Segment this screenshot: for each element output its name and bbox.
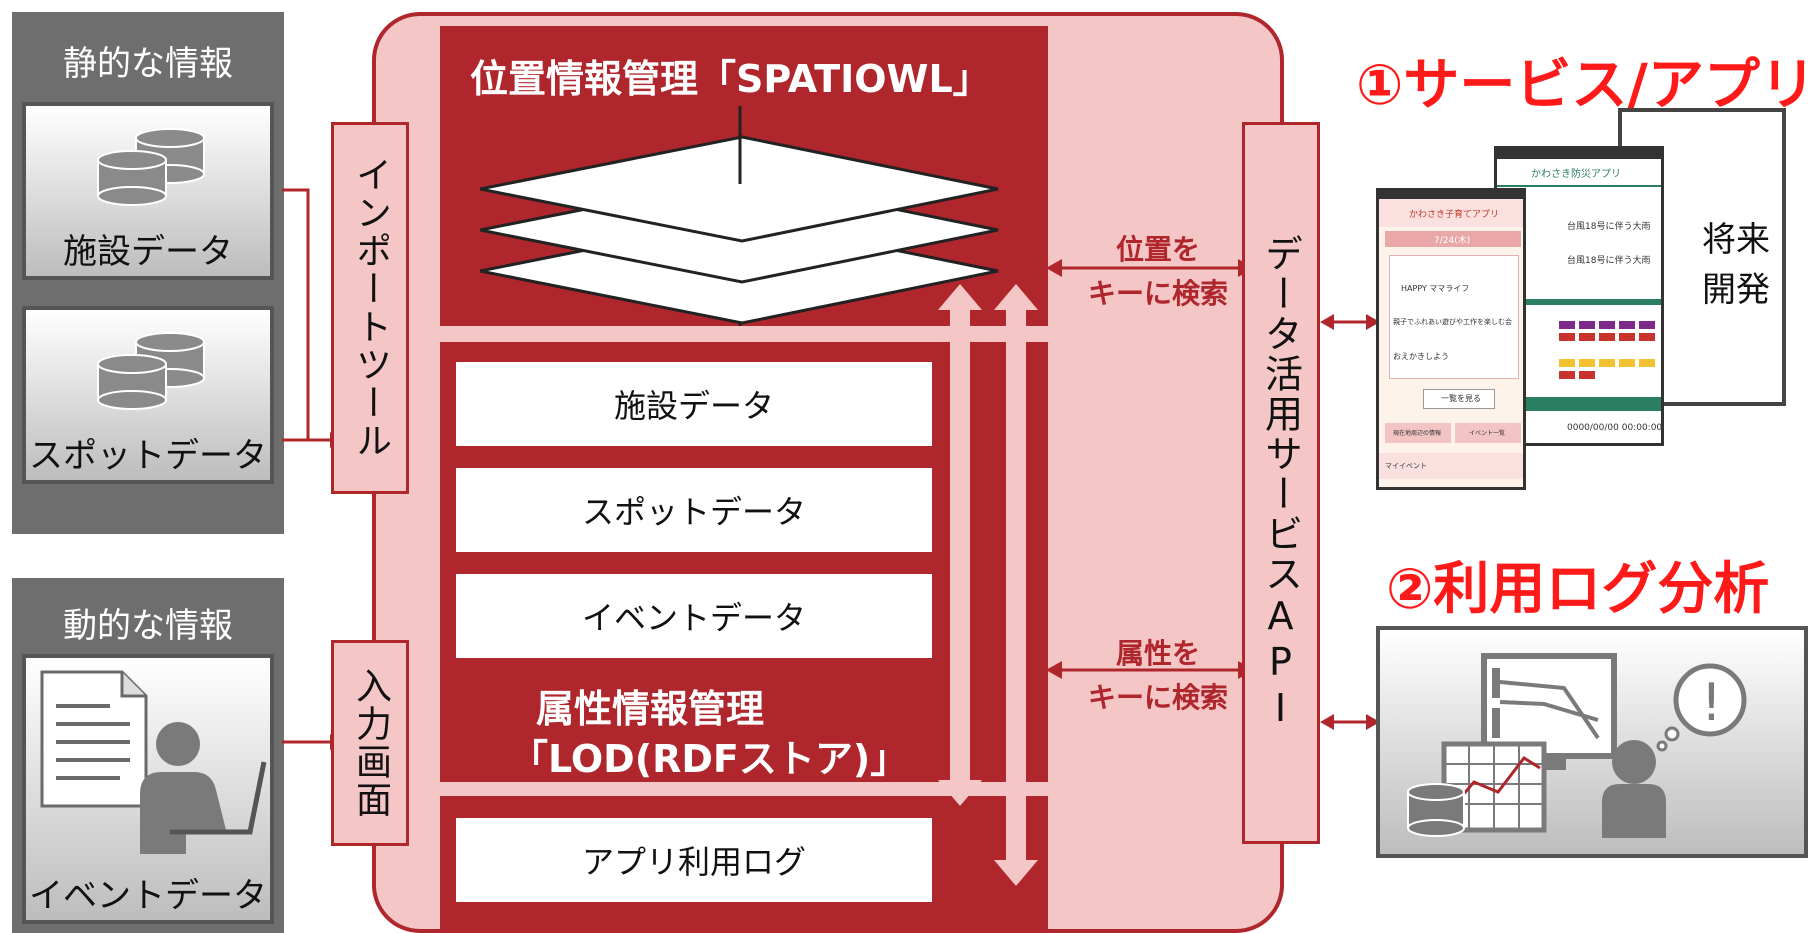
log-analysis-card: !	[1376, 626, 1808, 858]
kosodate-event-card	[1389, 255, 1519, 379]
data-api-box[interactable]: データ活用サービスAPI	[1242, 122, 1320, 844]
bousai-alert-1: 台風18号に伴う大雨	[1567, 222, 1651, 232]
static-info-title: 静的な情報	[63, 44, 233, 84]
analyst-dashboard-icon: !	[1407, 653, 1747, 838]
database-icon	[97, 128, 205, 206]
kosodate-item-3: おえかきしよう	[1393, 352, 1449, 361]
kosodate-date: 7/24(木)	[1434, 236, 1471, 246]
import-tool-label: インポートツール	[350, 156, 391, 460]
event-data-label: イベントデータ	[29, 876, 267, 916]
search-arrows	[1046, 259, 1254, 679]
database-icon	[97, 332, 205, 410]
kosodate-nearby-button[interactable]	[1385, 423, 1451, 443]
facility-data-card[interactable]: 施設データ	[22, 102, 274, 280]
location-management-title: 位置情報管理「SPATIOWL」	[470, 57, 991, 101]
kosodate-app-title: かわさき子育てアプリ	[1409, 210, 1500, 220]
app-log-row[interactable]: アプリ利用ログ	[456, 818, 932, 902]
location-management-block: 位置情報管理「SPATIOWL」	[440, 26, 1048, 326]
kosodate-eventlist-button[interactable]	[1455, 423, 1521, 443]
input-screen-label: 入力画面	[350, 667, 391, 819]
kosodate-eventlist-label: イベント一覧	[1469, 430, 1506, 437]
future-dev-line1: 将来	[1702, 220, 1770, 260]
event-data-card[interactable]: イベントデータ	[22, 654, 274, 924]
attr-row-spot[interactable]: スポットデータ	[456, 468, 932, 552]
data-api-label: データ活用サービスAPI	[1258, 234, 1303, 732]
dynamic-info-title: 動的な情報	[63, 606, 233, 646]
kosodate-nearby-label: 現在地周辺の情報	[1393, 430, 1442, 437]
kosodate-app-screenshot: かわさき子育てアプリ 7/24(木) HAPPY ママライフ 親子でふれあい遊び…	[1376, 188, 1526, 490]
search-by-attribute-line1: 属性を	[1115, 637, 1200, 670]
right-connectors	[1320, 314, 1380, 730]
spot-data-label: スポットデータ	[29, 436, 267, 476]
static-info-panel: 静的な情報 施設データ スポットデータ	[12, 12, 284, 534]
search-by-location-line1: 位置を	[1115, 233, 1200, 266]
kosodate-list-button[interactable]	[1423, 389, 1495, 409]
bousai-grid	[1497, 321, 1661, 411]
kosodate-item-2: 親子でふれあい遊びや工作を楽しむ会	[1393, 318, 1512, 326]
attr-row-event[interactable]: イベントデータ	[456, 574, 932, 658]
kosodate-date-bar	[1385, 231, 1521, 247]
log-analysis-title: ②利用ログ分析	[1386, 557, 1770, 622]
attribute-management-title-line1: 属性情報管理	[536, 687, 765, 731]
svg-text:!: !	[1701, 673, 1722, 733]
attribute-management-title-line2: 「LOD(RDFストア)」	[510, 737, 909, 781]
attr-row-facility[interactable]: 施設データ	[456, 362, 932, 446]
person-at-computer-icon	[40, 670, 267, 854]
bousai-app-title: かわさき防災アプリ	[1531, 169, 1621, 180]
bousai-alert-2: 台風18号に伴う大雨	[1567, 256, 1651, 266]
vertical-link-arrows	[938, 284, 1038, 886]
search-by-attribute-line2: キーに検索	[1087, 681, 1228, 714]
future-dev-line2: 開発	[1702, 270, 1770, 310]
bousai-time: 0000/00/00 00:00:00	[1567, 423, 1663, 433]
input-screen-box[interactable]: 入力画面	[331, 640, 409, 846]
import-tool-box[interactable]: インポートツール	[331, 122, 409, 494]
services-title: ①サービス/アプリ	[1356, 53, 1816, 118]
kosodate-list-button-label: 一覧を見る	[1441, 394, 1481, 403]
map-layers-icon	[480, 106, 999, 326]
attribute-management-block: 施設データ スポットデータ イベントデータ 属性情報管理 「LOD(RDFストア…	[440, 342, 1048, 782]
facility-data-label: 施設データ	[63, 232, 233, 272]
dynamic-info-panel: 動的な情報 イベントデータ	[12, 578, 284, 933]
kosodate-myevent: マイイベント	[1385, 462, 1427, 470]
spot-data-card[interactable]: スポットデータ	[22, 306, 274, 484]
app-log-block: アプリ利用ログ	[440, 796, 1048, 933]
kosodate-item-1: HAPPY ママライフ	[1401, 284, 1470, 293]
search-by-location-line2: キーに検索	[1087, 277, 1228, 310]
